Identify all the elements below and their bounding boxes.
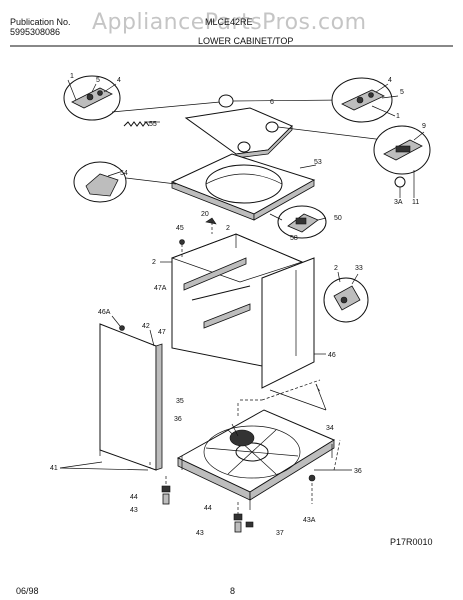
publication-label: Publication No. — [10, 17, 71, 27]
leveling-leg-left — [161, 476, 171, 505]
leveling-leg-front — [233, 502, 254, 533]
callout-36: 36 — [174, 416, 182, 423]
water-valve-detail — [323, 271, 369, 323]
cabinet-side-part — [261, 257, 326, 389]
callout-55: 55 — [149, 121, 157, 128]
callout-9: 9 — [422, 123, 426, 130]
figure-id: P17R0010 — [390, 537, 433, 547]
callout-46: 46 — [328, 352, 336, 359]
callout-34: 34 — [326, 425, 334, 432]
callout-36-base: 36 — [354, 468, 362, 475]
callout-42: 42 — [142, 323, 150, 330]
callout-50: 50 — [334, 215, 342, 222]
callout-33: 33 — [355, 265, 363, 272]
callout-4: 4 — [117, 77, 121, 84]
screw-part — [205, 217, 217, 234]
publication-number: 5995308086 — [10, 27, 61, 37]
watermark-text: AppliancePartsPros.com — [92, 10, 367, 35]
bleach-dispenser-detail — [73, 161, 177, 203]
callout-47a: 47A — [154, 285, 167, 292]
callout-2: 2 — [226, 225, 230, 232]
lid-switch-detail — [373, 125, 431, 198]
callout-20: 20 — [201, 211, 209, 218]
callout-1-right: 1 — [396, 113, 400, 120]
callout-5-right: 5 — [400, 89, 404, 96]
callout-6: 6 — [270, 99, 274, 106]
callout-43-front: 43 — [196, 530, 204, 537]
callout-43: 43 — [130, 507, 138, 514]
callout-54: 54 — [120, 170, 128, 177]
callout-1: 1 — [70, 73, 74, 80]
callout-2-left: 2 — [152, 259, 156, 266]
spring-part — [123, 121, 160, 127]
hinge-detail-right — [331, 77, 399, 123]
section-title: LOWER CABINET/TOP — [198, 36, 294, 46]
footer-page: 8 — [230, 586, 236, 596]
callout-45: 45 — [176, 225, 184, 232]
cabinet-top-part — [170, 153, 317, 221]
callout-53: 53 — [314, 159, 322, 166]
callout-5: 5 — [96, 77, 100, 84]
callout-35: 35 — [176, 398, 184, 405]
callout-47: 47 — [158, 329, 166, 336]
callout-41: 41 — [50, 465, 58, 472]
hinge-detail-left — [63, 75, 221, 121]
callout-46a: 46A — [98, 309, 111, 316]
callout-11: 11 — [412, 199, 419, 206]
callout-2-right: 2 — [334, 265, 338, 272]
callout-4-right: 4 — [388, 77, 392, 84]
callout-44-front: 44 — [204, 505, 212, 512]
rear-panel-part — [99, 315, 163, 471]
callout-37: 37 — [276, 530, 284, 537]
lid-lock-detail — [269, 205, 327, 239]
footer-date: 06/98 — [16, 586, 39, 596]
callout-43a: 43A — [303, 517, 316, 524]
assembly-guide-lines — [59, 379, 327, 471]
leveling-leg-right — [308, 474, 316, 504]
callout-44: 44 — [130, 494, 138, 501]
lid-part — [184, 94, 385, 159]
cabinet-base-part — [176, 409, 352, 510]
model-number: MLCE42RE — [205, 17, 253, 27]
callout-3a: 3A — [394, 199, 403, 206]
callout-58: 58 — [290, 235, 298, 242]
